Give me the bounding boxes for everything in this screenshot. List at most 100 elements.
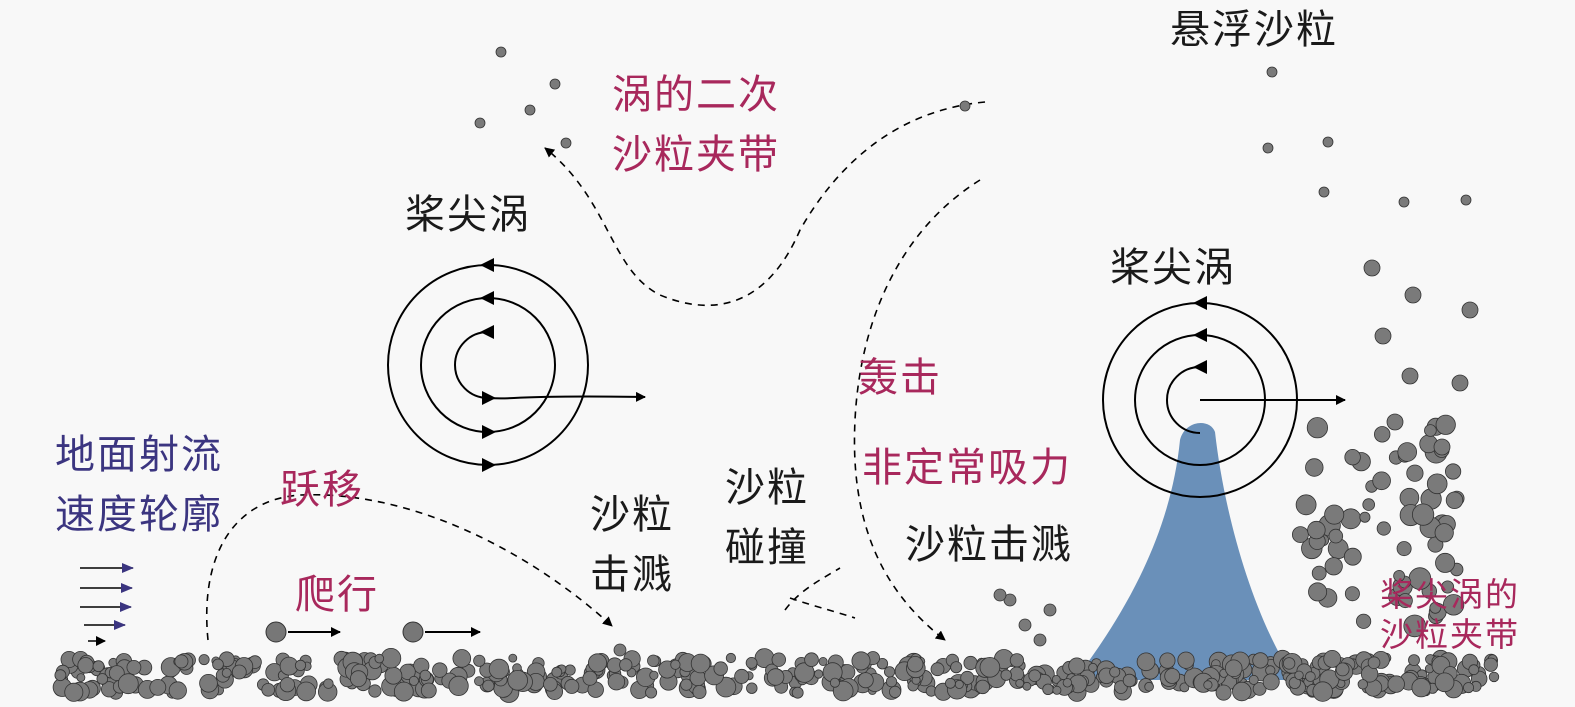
vortex-arrows-left <box>480 258 496 472</box>
ground-particle <box>766 668 785 686</box>
ground-particle <box>1015 678 1025 688</box>
splash-particle <box>1043 603 1057 617</box>
ground-particle <box>1028 669 1041 682</box>
ground-particle <box>1335 662 1350 677</box>
jet-profile-arrows <box>80 563 134 646</box>
label-splash-2: 击溅 <box>590 552 674 598</box>
entrained-particle <box>1306 417 1329 439</box>
entrained-particle <box>1311 565 1327 581</box>
ground-particle <box>149 679 167 696</box>
label-creep: 爬行 <box>295 572 379 618</box>
ground-particle <box>54 669 67 682</box>
suspended-particle <box>1266 66 1278 78</box>
entrained-particle <box>1373 426 1391 443</box>
ground-particle <box>96 673 109 685</box>
entrained-particle <box>1403 614 1426 638</box>
ground-particle <box>1062 678 1073 688</box>
ground-particle <box>507 669 529 691</box>
ground-particle <box>1323 650 1342 668</box>
ground-particle <box>1262 673 1280 691</box>
ground-particle <box>1252 652 1269 669</box>
ground-particle <box>64 682 84 702</box>
ground-particle <box>950 661 963 674</box>
ground-particle <box>1463 682 1475 694</box>
ground-particle <box>1009 666 1025 682</box>
entrained-particle <box>1343 547 1362 566</box>
ground-particle <box>794 662 815 683</box>
ground-particle <box>419 669 432 682</box>
ground-particle <box>323 678 334 689</box>
entrained-particle <box>1359 511 1371 523</box>
ground-particle <box>1282 657 1296 670</box>
ground-particle <box>1488 671 1500 683</box>
ground-particle <box>279 677 295 693</box>
entrained-particle <box>1435 414 1456 435</box>
ground-particle <box>393 681 414 702</box>
entrained-particle <box>1324 557 1343 576</box>
entrained-particle <box>1372 471 1391 491</box>
ground-particle <box>1224 659 1243 678</box>
entrained-particle <box>1406 464 1424 482</box>
ground-particle <box>1434 672 1455 693</box>
entrained-particle <box>1356 613 1372 629</box>
suspended-particle <box>1398 196 1410 208</box>
ground-particle <box>508 653 518 663</box>
entrained-particle <box>1434 523 1454 543</box>
ground-particle <box>582 670 598 686</box>
splash-particle <box>1018 618 1032 632</box>
ground-particle <box>851 651 871 671</box>
dust-plume <box>1075 422 1295 680</box>
ground-particle <box>771 652 787 667</box>
entrained-particle <box>1404 286 1422 304</box>
entrained-particle <box>1401 367 1419 385</box>
entrained-particle <box>1308 582 1328 602</box>
entrained-particle <box>1386 413 1404 431</box>
ground-particle <box>384 666 403 685</box>
ground-particle <box>212 658 224 671</box>
ground-particle <box>408 675 419 686</box>
ground-particle <box>1468 664 1480 676</box>
ground-particle <box>1159 652 1176 669</box>
entrained-particle <box>1363 259 1381 277</box>
label-ground-jet-1: 地面射流 <box>55 432 223 478</box>
ground-particle <box>1164 668 1181 684</box>
entrained-particle <box>1445 491 1464 510</box>
ground-particle <box>1252 682 1267 696</box>
entrained-particle <box>1451 374 1469 392</box>
suspended-particle <box>1322 136 1334 148</box>
entrained-particle <box>1344 449 1361 466</box>
ground-particle <box>221 668 232 678</box>
ground-particle <box>380 648 402 669</box>
bombard-path <box>853 179 981 641</box>
ground-particle <box>1052 685 1062 695</box>
sand-particles <box>52 46 1500 703</box>
label-suspended-sand: 悬浮沙粒 <box>1170 7 1338 53</box>
label-tip-entrainment-1: 桨尖涡的 <box>1380 575 1520 614</box>
ground-particle <box>857 672 874 689</box>
ground-particle <box>1411 677 1431 698</box>
ground-particle <box>649 670 659 680</box>
label-tip-entrainment-2: 沙粒夹带 <box>1380 615 1520 654</box>
ground-particle <box>231 664 247 680</box>
ground-particle <box>168 681 187 700</box>
entrained-particle <box>1429 601 1442 614</box>
ground-particle <box>1068 657 1086 675</box>
ground-particle <box>374 653 385 664</box>
suspended-particle <box>495 46 507 58</box>
ground-particle <box>907 656 924 673</box>
entrained-particle <box>1424 424 1437 437</box>
ground-particle <box>883 666 896 678</box>
entrained-particle <box>1292 526 1309 543</box>
suspended-particle <box>560 137 572 149</box>
ground-particle <box>1022 681 1032 691</box>
ground-particle <box>1144 681 1154 692</box>
splash-particle <box>1003 593 1017 607</box>
ground-particle <box>1408 654 1420 666</box>
label-saltation: 跃移 <box>280 467 364 513</box>
ground-particle <box>117 673 139 695</box>
ground-particle <box>564 664 576 676</box>
collision-path-1 <box>784 567 841 611</box>
entrained-particle <box>1376 521 1391 536</box>
